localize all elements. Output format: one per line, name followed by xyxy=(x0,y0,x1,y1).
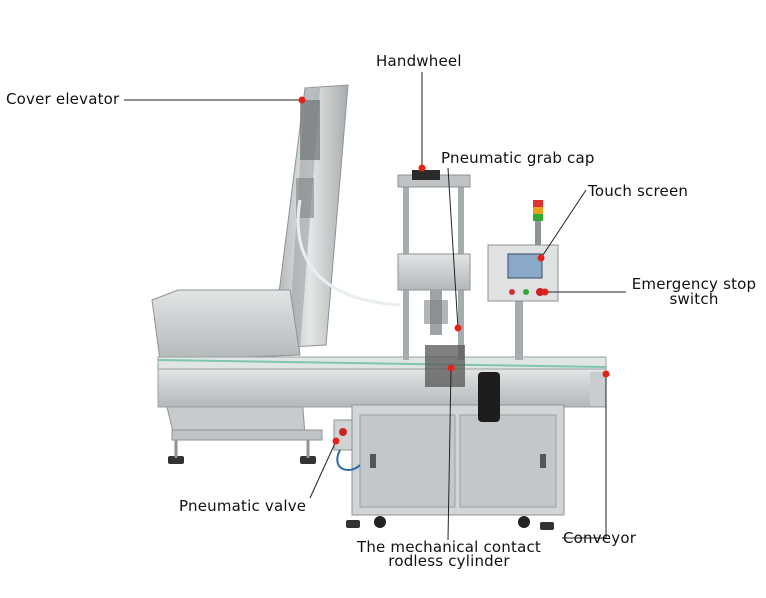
label-emergency-stop-line1: Emergency stop xyxy=(631,275,757,293)
leader-pneumatic-valve xyxy=(309,440,337,499)
conveyor-belt xyxy=(157,356,607,408)
label-pneumatic-grab-cap: Pneumatic grab cap xyxy=(441,149,595,167)
leader-lines xyxy=(124,72,626,541)
cover-elevator-body xyxy=(271,84,401,350)
leader-rodless xyxy=(447,367,452,541)
label-handwheel: Handwheel xyxy=(376,52,462,70)
capping-head xyxy=(397,170,471,360)
label-emergency-stop: Emergency stop switch xyxy=(626,276,762,307)
label-conveyor: Conveyor xyxy=(563,529,637,547)
marker-rodless xyxy=(447,364,455,372)
label-cover-elevator: Cover elevator xyxy=(6,90,120,108)
main-cabinet xyxy=(346,404,565,530)
label-pneumatic-valve: Pneumatic valve xyxy=(179,497,307,515)
marker-touch-screen xyxy=(537,254,545,262)
marker-pneumatic-valve xyxy=(332,437,340,445)
label-rodless-line1: The mechanical contact xyxy=(356,538,542,556)
marker-conveyor xyxy=(602,370,610,378)
leader-grab-cap xyxy=(447,167,459,329)
leader-touch-screen xyxy=(540,189,587,259)
marker-handwheel xyxy=(418,164,426,172)
label-rodless-line2: rodless cylinder xyxy=(388,552,510,570)
markers xyxy=(298,96,610,445)
label-touch-screen: Touch screen xyxy=(588,182,689,200)
marker-cover-elevator xyxy=(298,96,306,104)
marker-emergency-stop xyxy=(541,288,549,296)
label-rodless-cylinder: The mechanical contact rodless cylinder xyxy=(336,539,562,569)
control-panel xyxy=(487,200,559,360)
marker-grab-cap xyxy=(454,324,462,332)
label-emergency-stop-line2: switch xyxy=(669,290,719,308)
rodless-cylinder-body xyxy=(425,345,500,422)
